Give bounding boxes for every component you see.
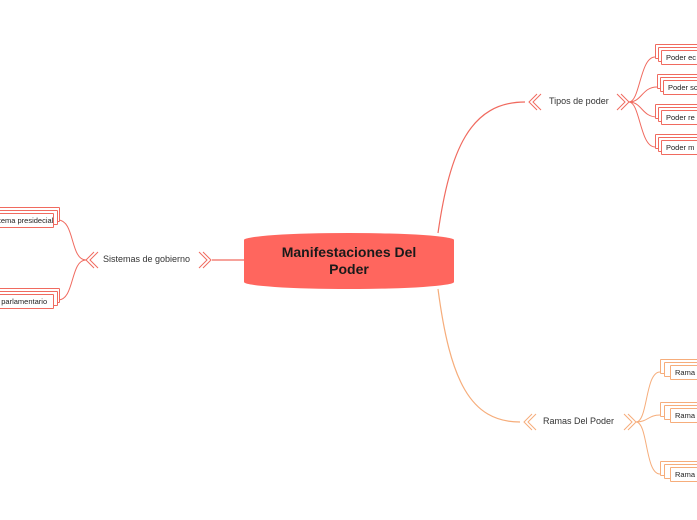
chevron-tipos-left-icon	[528, 93, 542, 111]
chevron-ramas-left-icon	[523, 413, 537, 431]
connector-tipos-leaves	[628, 56, 658, 148]
chevron-ramas-right-icon	[623, 413, 637, 431]
leaf-ramas-1[interactable]: Rama	[660, 359, 697, 380]
leaf-label: Poder m	[661, 140, 697, 155]
leaf-label: Poder re	[661, 110, 697, 125]
chevron-sistemas-right-icon	[198, 251, 212, 269]
root-title-line2: Poder	[329, 261, 369, 277]
leaf-sistemas-2[interactable]: a parlamentario	[0, 288, 60, 309]
leaf-tipos-2[interactable]: Poder so	[657, 74, 697, 95]
leaf-label: Rama	[670, 365, 697, 380]
leaf-sistemas-1[interactable]: stema presidecial	[0, 207, 60, 228]
leaf-ramas-3[interactable]: Rama	[660, 461, 697, 482]
leaf-tipos-3[interactable]: Poder re	[655, 104, 697, 125]
root-title: Manifestaciones Del Poder	[264, 244, 434, 278]
branch-ramas-del-poder[interactable]: Ramas Del Poder	[543, 416, 615, 426]
connector-root-tipos	[437, 101, 526, 234]
leaf-label: a parlamentario	[0, 294, 54, 309]
root-node[interactable]: Manifestaciones Del Poder	[244, 233, 454, 289]
leaf-label: Rama	[670, 408, 697, 423]
connector-sistemas-leaves	[57, 219, 87, 301]
root-title-line1: Manifestaciones Del	[281, 244, 417, 260]
connector-ramas-leaves	[635, 371, 661, 475]
leaf-label: stema presidecial	[0, 213, 54, 228]
leaf-label: Poder so	[663, 80, 697, 95]
leaf-tipos-1[interactable]: Poder ec	[655, 44, 697, 65]
branch-tipos-de-poder[interactable]: Tipos de poder	[549, 96, 609, 106]
leaf-label: Rama	[670, 467, 697, 482]
leaf-label: Poder ec	[661, 50, 697, 65]
branch-sistemas-de-gobierno[interactable]: Sistemas de gobierno	[103, 254, 191, 264]
leaf-tipos-4[interactable]: Poder m	[655, 134, 697, 155]
chevron-sistemas-left-icon	[85, 251, 99, 269]
connector-root-ramas	[437, 288, 521, 423]
chevron-tipos-right-icon	[616, 93, 630, 111]
leaf-ramas-2[interactable]: Rama	[660, 402, 697, 423]
